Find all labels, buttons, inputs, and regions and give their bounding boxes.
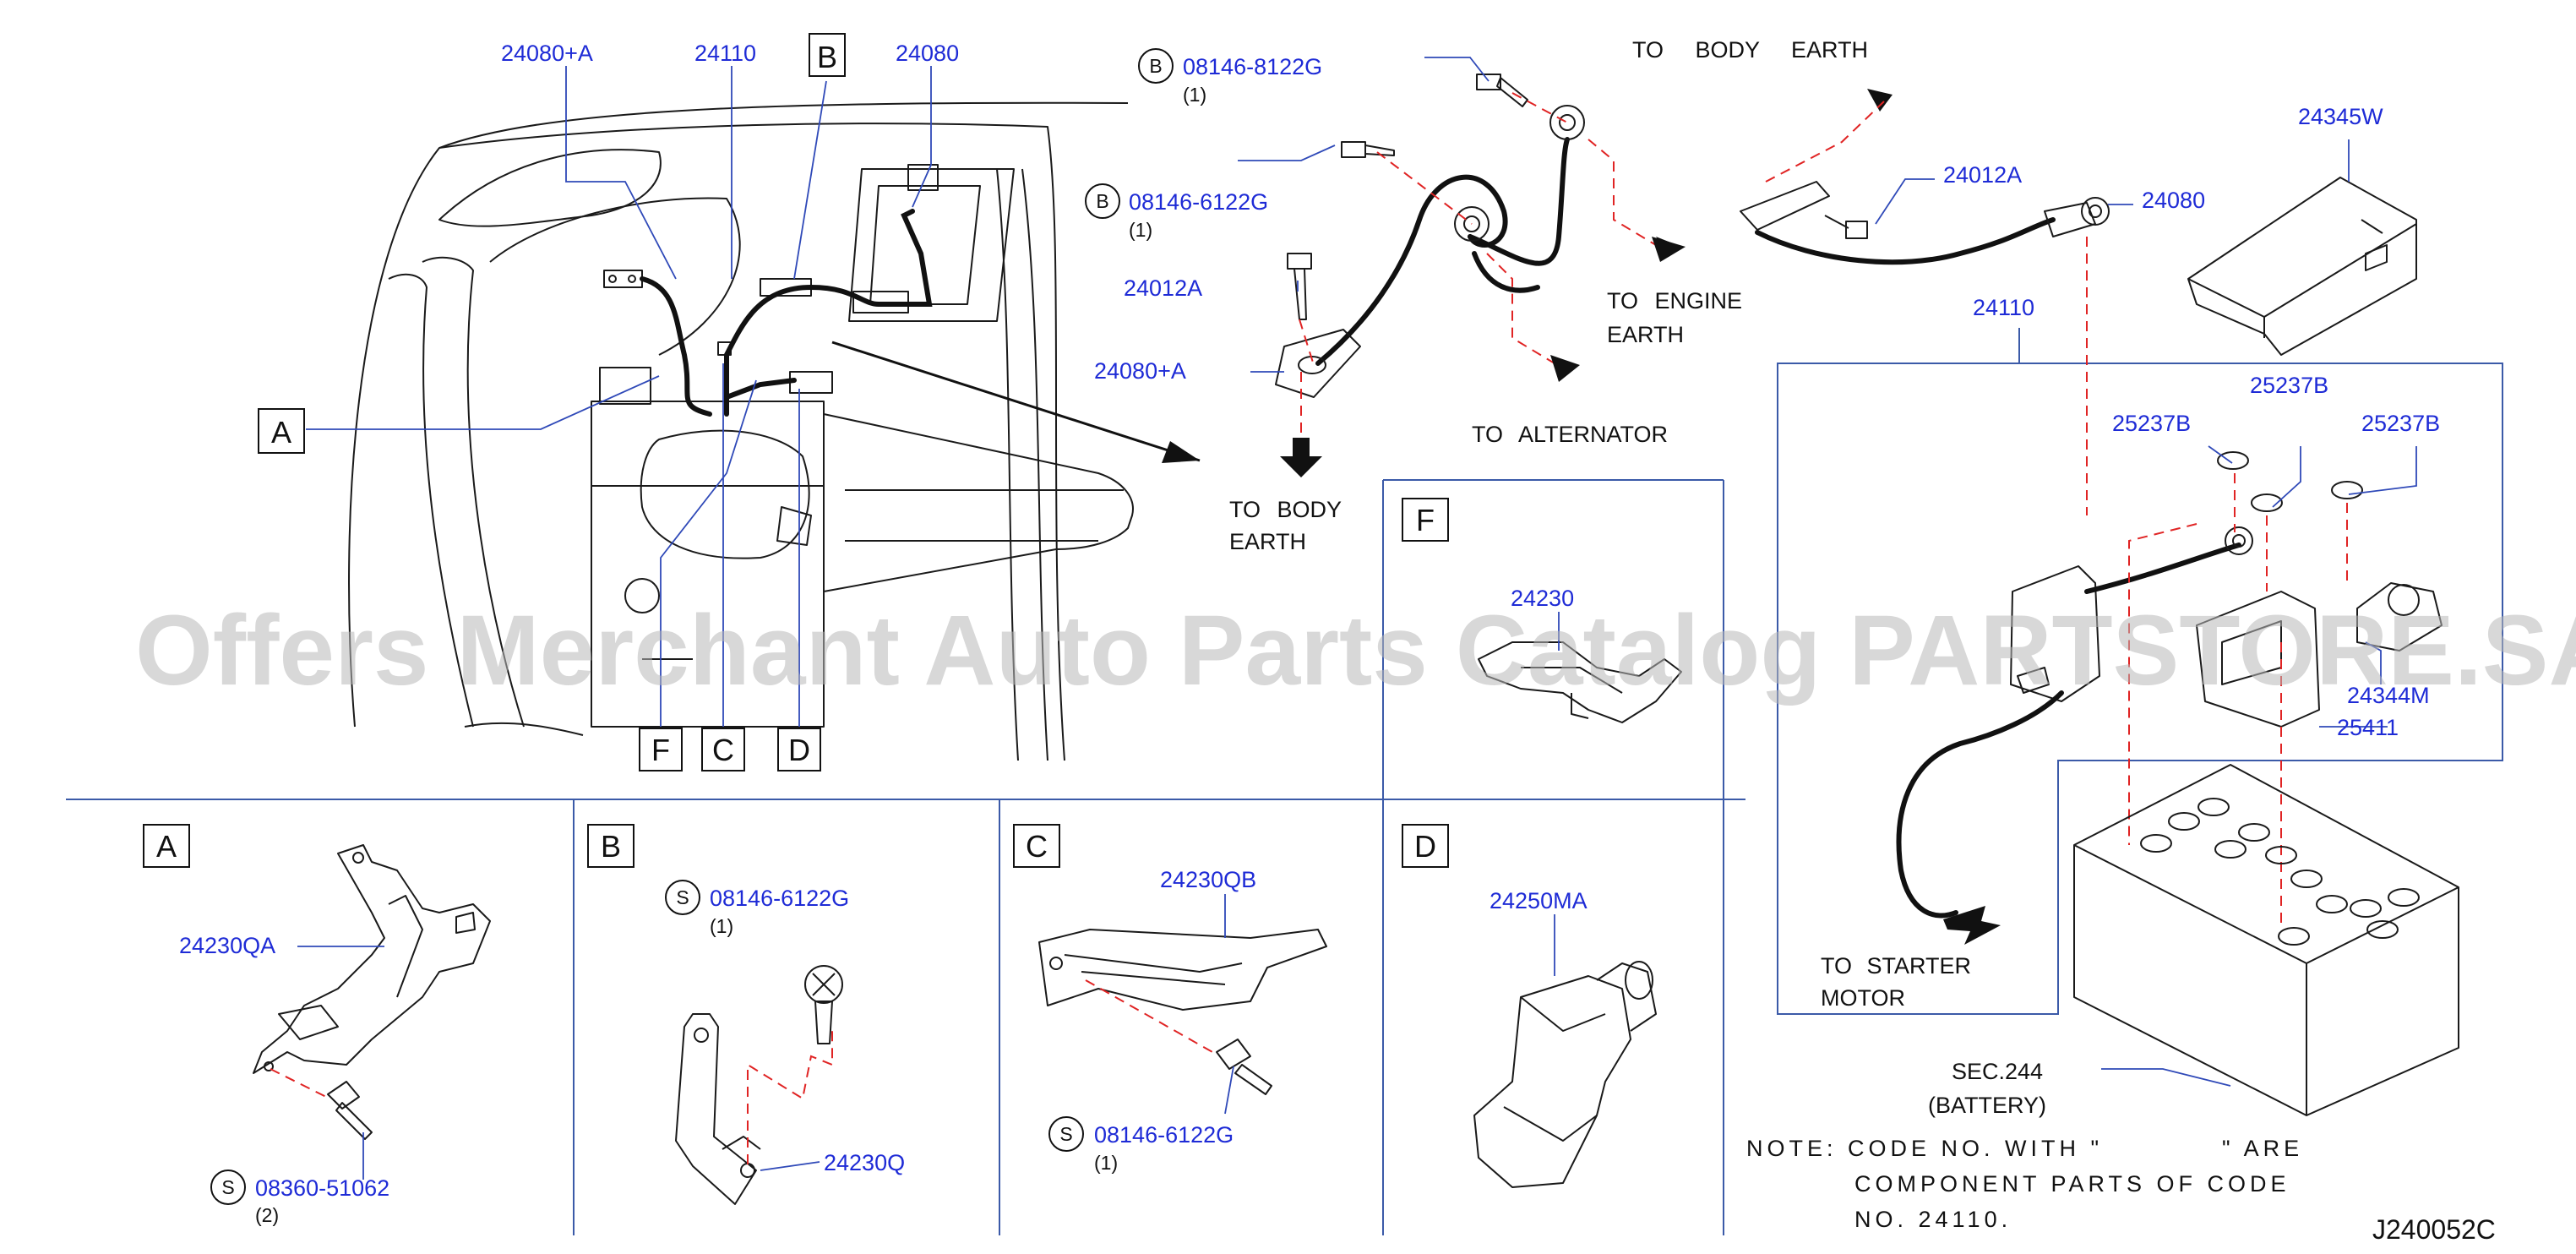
label-24080-battery: 24080 <box>2142 188 2205 213</box>
note-line1b: " ARE <box>2222 1136 2303 1161</box>
to-alternator: TO ALTERNATOR <box>1472 422 1668 447</box>
to-starter-2: MOTOR <box>1821 985 1905 1011</box>
view-b-label: B <box>817 40 837 74</box>
detail-a-part: 24230QA <box>179 933 275 958</box>
detail-a-code: 08360-51062 <box>255 1175 389 1201</box>
label-24345w: 24345W <box>2298 104 2383 129</box>
to-body-earth-left-2: EARTH <box>1229 529 1306 554</box>
detail-b-code: 08146-6122G <box>710 886 849 911</box>
detail-b-part: 24230Q <box>824 1150 905 1175</box>
view-c-label: C <box>712 733 734 767</box>
detail-a-title: A <box>156 829 177 864</box>
battery-cells <box>2140 798 2420 946</box>
label-25411: 25411 <box>2337 715 2399 740</box>
detail-c-circle <box>1048 1116 1084 1152</box>
detail-f-part: 24230 <box>1511 586 1574 611</box>
view-b-box <box>809 33 846 77</box>
bolt1-circle <box>1138 48 1174 84</box>
view-d-box <box>777 728 821 771</box>
to-body-earth-top: TO BODY EARTH <box>1632 37 1868 63</box>
view-d-label: D <box>788 733 810 767</box>
detail-f-title: F <box>1416 503 1435 537</box>
earth-cable-assembly <box>1238 57 1686 477</box>
to-engine-earth-1: TO ENGINE <box>1607 288 1742 314</box>
diagram-code: J240052C <box>2372 1214 2496 1245</box>
label-24012a-battery: 24012A <box>1943 162 2022 188</box>
to-body-earth-left-1: TO BODY <box>1229 497 1342 522</box>
view-c-box <box>701 728 745 771</box>
detail-a-qty: (2) <box>255 1204 279 1226</box>
bolt1-qty: (1) <box>1183 84 1206 106</box>
detail-a-box <box>143 824 190 868</box>
detail-b-circle-label: S <box>676 886 689 908</box>
label-24012a: 24012A <box>1124 275 1202 301</box>
to-engine-earth-2: EARTH <box>1607 322 1684 347</box>
label-24344m: 24344M <box>2347 683 2430 708</box>
detail-d-title: D <box>1414 829 1436 864</box>
view-a-label: A <box>271 415 291 450</box>
detail-f-box <box>1402 498 1449 542</box>
detail-b-circle <box>665 880 700 915</box>
detail-b-qty: (1) <box>710 915 733 937</box>
detail-b-title: B <box>601 829 621 864</box>
detail-a-circle-label: S <box>221 1176 234 1198</box>
panel-borders <box>66 328 2503 1235</box>
detail-d-part: 24250MA <box>1490 888 1588 913</box>
battery-labels: 24012A 24080 24345W 24110 25237B 25237B … <box>1821 104 2440 1118</box>
bolt2-qty: (1) <box>1129 219 1152 241</box>
note-line3: NO. 24110. <box>1854 1207 2012 1232</box>
note-line2: COMPONENT PARTS OF CODE <box>1854 1171 2290 1197</box>
note-line1a: NOTE: CODE NO. WITH " <box>1746 1136 2103 1161</box>
to-starter-1: TO STARTER <box>1821 953 1971 979</box>
label-25237b-3: 25237B <box>2361 411 2440 436</box>
label-24110-battery: 24110 <box>1973 295 2034 320</box>
detail-d: D 24250MA <box>1402 824 1657 1188</box>
engine-bay-illustration <box>348 101 1134 761</box>
note-block: NOTE: CODE NO. WITH " " ARE COMPONENT PA… <box>1746 1136 2496 1245</box>
detail-b: B S 08146-6122G (1) 24230Q <box>587 824 905 1205</box>
bolt1-circle-label: B <box>1149 55 1162 77</box>
label-24080-a-cable: 24080+A <box>1094 358 1186 384</box>
detail-b-box <box>587 824 634 868</box>
detail-c-qty: (1) <box>1094 1152 1118 1174</box>
battery-assembly <box>1740 101 2459 1116</box>
main-leaders <box>306 66 932 727</box>
detail-c-box <box>1013 824 1060 868</box>
engine-bay-harness <box>640 209 1201 463</box>
main-labels: 24080+A 24110 24080 B A F C D <box>258 33 959 771</box>
detail-c-part: 24230QB <box>1160 867 1256 892</box>
detail-c-title: C <box>1026 829 1048 864</box>
detail-d-box <box>1402 824 1449 868</box>
label-25237b-1: 25237B <box>2112 411 2191 436</box>
label-battery: (BATTERY) <box>1928 1093 2046 1118</box>
label-24080: 24080 <box>896 41 959 66</box>
view-f-label: F <box>651 733 670 767</box>
label-24080-a: 24080+A <box>501 41 593 66</box>
label-08146-6122g: 08146-6122G <box>1129 189 1268 215</box>
label-08146-8122g: 08146-8122G <box>1183 54 1322 79</box>
detail-c-code: 08146-6122G <box>1094 1122 1234 1148</box>
detail-a-circle <box>210 1169 246 1205</box>
bolt2-circle-label: B <box>1096 190 1108 212</box>
watermark: Offers Merchant Auto Parts Catalog PARTS… <box>135 595 2576 706</box>
label-sec244: SEC.244 <box>1952 1059 2043 1084</box>
earth-cable-labels: B 08146-8122G (1) B 08146-6122G (1) 2401… <box>1085 37 1893 554</box>
label-25237b-2: 25237B <box>2250 373 2328 398</box>
view-f-box <box>639 728 683 771</box>
bolt2-circle <box>1085 183 1120 219</box>
detail-f: F 24230 <box>1402 498 1682 723</box>
detail-a: A 24230QA S 08360-51062 (2) <box>143 824 491 1226</box>
view-a-box <box>258 408 305 454</box>
detail-c: C 24230QB S 08146-6122G (1) <box>1013 824 1327 1174</box>
detail-c-circle-label: S <box>1059 1123 1072 1145</box>
label-24110: 24110 <box>694 41 756 66</box>
